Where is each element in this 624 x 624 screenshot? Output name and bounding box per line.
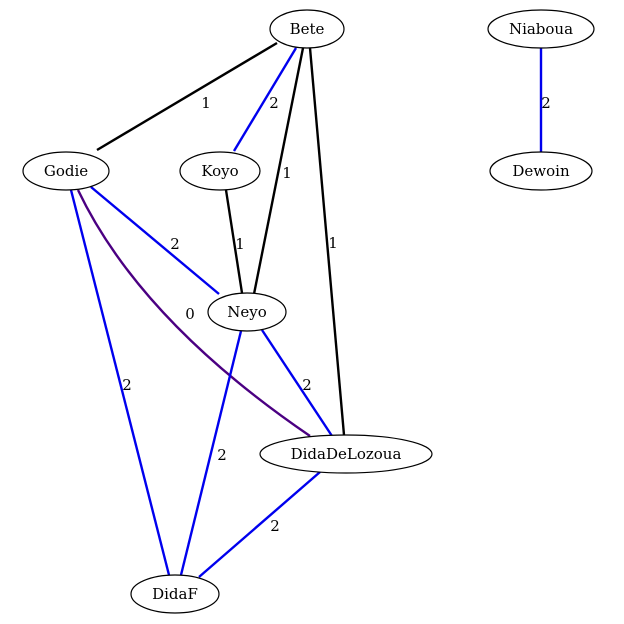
edge-line xyxy=(232,47,298,152)
node-ellipse xyxy=(269,9,345,49)
node-label: Godie xyxy=(44,162,88,180)
edge-line xyxy=(252,47,305,295)
node-didaf: DidaF xyxy=(130,574,220,614)
edge-bete-neyo: 1 xyxy=(252,47,305,295)
node-dewoin: Dewoin xyxy=(489,151,593,191)
node-ellipse xyxy=(489,151,593,191)
edge-line xyxy=(224,189,244,294)
edge-bete-didadelozoua: 1 xyxy=(308,47,346,436)
edges-layer: 1 2 1 1 2 1 2 0 2 2 2 2 xyxy=(69,41,551,578)
edge-weight-label: 2 xyxy=(122,376,132,394)
edge-bete-koyo: 2 xyxy=(232,47,298,152)
node-niaboua: Niaboua xyxy=(487,9,595,49)
node-ellipse xyxy=(130,574,220,614)
edge-weight-label: 2 xyxy=(541,94,551,112)
node-neyo: Neyo xyxy=(207,292,287,332)
edge-weight-label: 0 xyxy=(185,305,195,323)
node-bete: Bete xyxy=(269,9,345,49)
edge-koyo-neyo: 1 xyxy=(224,189,245,294)
edge-line xyxy=(179,330,243,576)
node-label: Koyo xyxy=(201,162,238,180)
edge-godie-neyo: 2 xyxy=(90,186,220,295)
edge-neyo-didaf: 2 xyxy=(179,330,243,576)
node-label: Dewoin xyxy=(512,162,570,180)
node-label: Bete xyxy=(290,20,325,38)
edge-godie-didaf: 2 xyxy=(69,189,171,576)
edge-weight-label: 1 xyxy=(201,94,211,112)
edge-weight-label: 2 xyxy=(170,235,180,253)
edge-weight-label: 1 xyxy=(235,235,245,253)
edge-weight-label: 2 xyxy=(217,446,227,464)
edge-line xyxy=(308,47,346,436)
edge-godie-didadelozoua: 0 xyxy=(76,189,311,437)
edge-line xyxy=(198,471,321,578)
edge-weight-label: 2 xyxy=(302,376,312,394)
node-label: Neyo xyxy=(227,303,267,321)
edge-line xyxy=(96,41,278,152)
edge-line xyxy=(76,189,311,437)
node-ellipse xyxy=(207,292,287,332)
node-label: Niaboua xyxy=(509,20,573,38)
edge-didadelozoua-didaf: 2 xyxy=(198,471,321,578)
edge-weight-label: 2 xyxy=(269,94,279,112)
node-ellipse xyxy=(487,9,595,49)
edge-line xyxy=(90,186,220,295)
node-label: DidaDeLozoua xyxy=(291,445,402,463)
edge-neyo-didadelozoua: 2 xyxy=(260,329,334,437)
edge-niaboua-dewoin: 2 xyxy=(539,48,551,152)
edge-line xyxy=(69,189,171,576)
node-ellipse xyxy=(259,434,433,474)
node-godie: Godie xyxy=(22,151,110,191)
node-koyo: Koyo xyxy=(179,151,261,191)
edge-weight-label: 2 xyxy=(270,517,280,535)
node-ellipse xyxy=(179,151,261,191)
edge-weight-label: 1 xyxy=(328,234,338,252)
edge-bete-godie: 1 xyxy=(96,41,278,152)
edge-line xyxy=(260,329,334,437)
node-label: DidaF xyxy=(152,585,198,603)
node-didadelozoua: DidaDeLozoua xyxy=(259,434,433,474)
edge-weight-label: 1 xyxy=(282,164,292,182)
node-ellipse xyxy=(22,151,110,191)
